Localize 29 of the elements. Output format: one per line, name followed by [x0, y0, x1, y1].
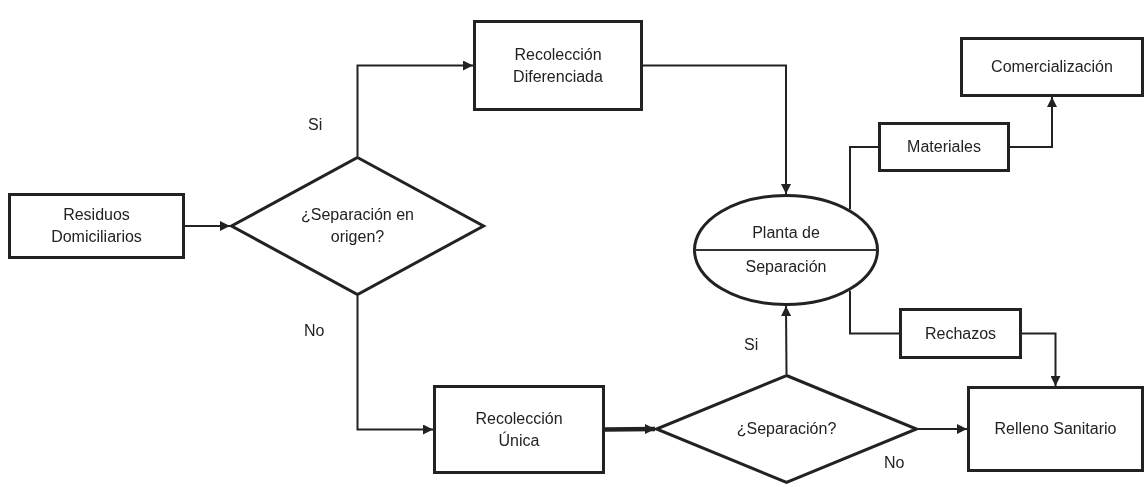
process-box: [8, 193, 185, 259]
arrow: [604, 424, 656, 435]
node-label: Relleno Sanitario: [994, 419, 1117, 440]
node-label: ¿Separación?: [736, 419, 837, 440]
node-label: Materiales: [907, 137, 981, 158]
process-box: [433, 385, 605, 474]
arrow: [356, 295, 434, 435]
process-box: [967, 386, 1144, 472]
arrow: [184, 221, 231, 231]
node-label: ¿Separación en origen?: [300, 205, 415, 247]
decision-diamond: [655, 374, 918, 484]
arrow: [642, 64, 791, 195]
arrow: [917, 424, 968, 434]
arrow: [1009, 96, 1057, 148]
node-label: Recolección Diferenciada: [512, 44, 604, 87]
process-box: [878, 122, 1010, 172]
node-label: Planta de Separación: [744, 223, 828, 277]
process-box: [899, 308, 1022, 359]
process-box: [473, 20, 643, 111]
process-box: [960, 37, 1144, 97]
node-label: Recolección Única: [474, 408, 564, 451]
node-label: Comercialización: [991, 57, 1113, 78]
node-label: Rechazos: [924, 323, 997, 344]
arrow: [781, 305, 792, 375]
decision-diamond: [230, 156, 485, 296]
node-label: Residuos Domiciliarios: [50, 205, 143, 247]
arrow: [1021, 332, 1061, 387]
process-ellipse: [693, 194, 879, 306]
arrow: [356, 60, 474, 157]
